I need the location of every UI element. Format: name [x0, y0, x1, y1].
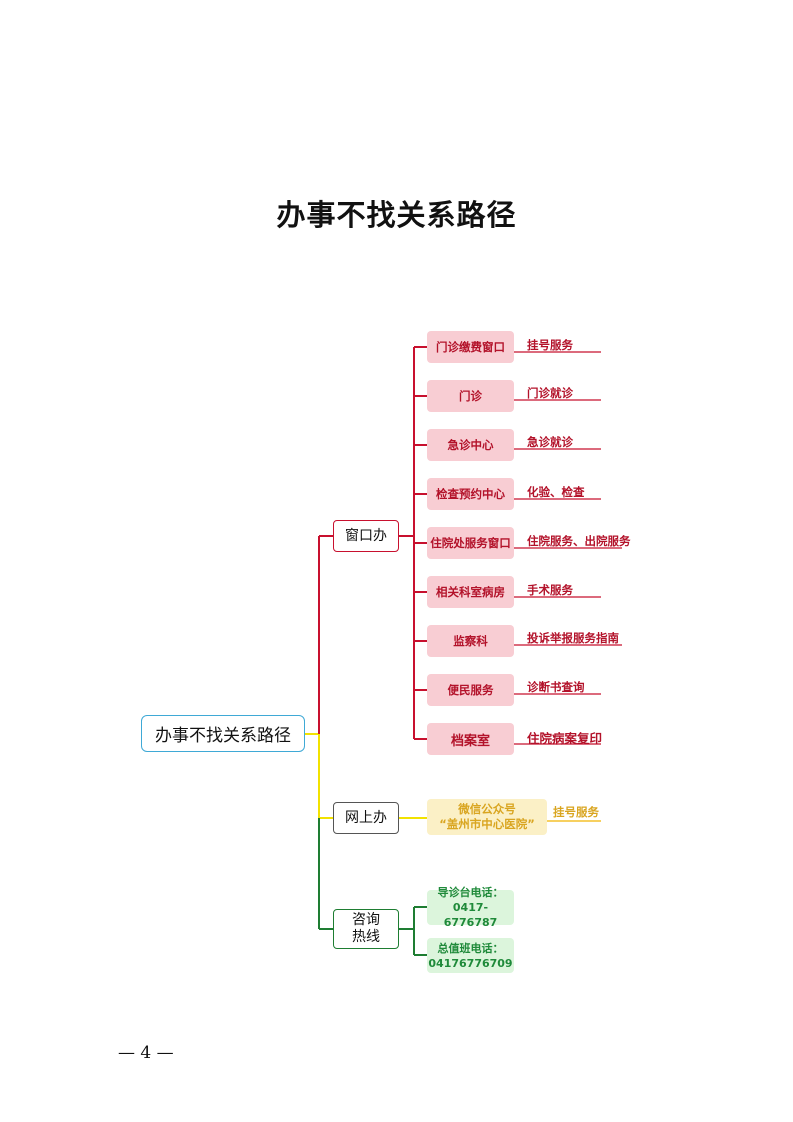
hotline-leaf-1-line1: 导诊台电话：: [437, 886, 504, 899]
hotline-leaf-2-line1: 总值班电话：: [437, 941, 504, 955]
hotline-leaf-2-line2: 04176776709: [428, 956, 513, 970]
branch-hotline: 咨询 热线: [333, 909, 399, 949]
hotline-leaf-1-line2: 0417-6776787: [443, 901, 498, 929]
window-leaf-9: 档案室: [427, 723, 514, 755]
window-service-4: 化验、检查: [527, 485, 585, 499]
window-leaf-4: 检查预约中心: [427, 478, 514, 510]
branch-hotline-line2: 热线: [352, 929, 380, 945]
window-service-9: 住院病案复印: [527, 731, 603, 746]
root-node: 办事不找关系路径: [141, 715, 305, 752]
window-service-5: 住院服务、出院服务: [527, 534, 631, 548]
hotline-leaf-2: 总值班电话： 04176776709: [427, 938, 514, 973]
hotline-leaf-1: 导诊台电话： 0417-6776787: [427, 886, 514, 929]
window-leaf-7: 监察科: [427, 625, 514, 657]
window-leaf-8: 便民服务: [427, 674, 514, 706]
online-leaf-line1: 微信公众号: [458, 802, 516, 816]
online-leaf-line2: “盖州市中心医院”: [439, 817, 535, 831]
window-leaf-2: 门诊: [427, 380, 514, 412]
window-service-8: 诊断书查询: [527, 680, 585, 694]
branch-online: 网上办: [333, 802, 399, 834]
window-service-1: 挂号服务: [527, 338, 573, 352]
branch-hotline-line1: 咨询: [352, 912, 380, 928]
online-service: 挂号服务: [553, 805, 599, 819]
page-title: 办事不找关系路径: [276, 198, 517, 232]
page-number: — 4 —: [118, 1043, 174, 1063]
window-service-3: 急诊就诊: [527, 435, 573, 449]
window-leaf-1: 门诊缴费窗口: [427, 331, 514, 363]
window-leaf-6: 相关科室病房: [427, 576, 514, 608]
window-service-6: 手术服务: [527, 583, 573, 597]
window-service-7: 投诉举报服务指南: [527, 631, 619, 645]
branch-window: 窗口办: [333, 520, 399, 552]
window-leaf-5: 住院处服务窗口: [427, 527, 514, 559]
online-leaf: 微信公众号 “盖州市中心医院”: [427, 799, 547, 835]
window-leaf-3: 急诊中心: [427, 429, 514, 461]
window-service-2: 门诊就诊: [527, 386, 573, 400]
